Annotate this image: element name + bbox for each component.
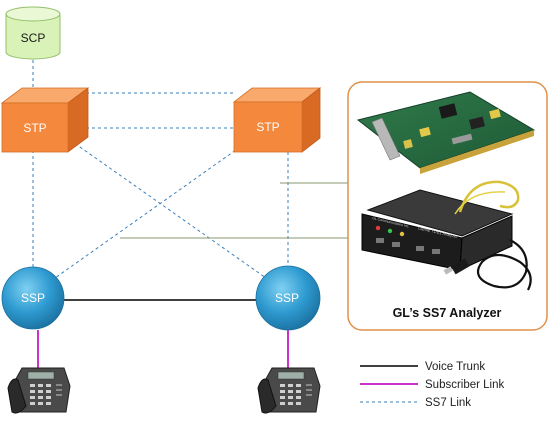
telephone-left	[7, 367, 71, 414]
sphere-icon	[1, 266, 65, 330]
stp-left-label: STP	[23, 121, 46, 135]
stp-left-node: STP	[0, 87, 90, 153]
legend-item-subscriber-link: Subscriber Link	[360, 379, 505, 391]
legend-item-ss7-link: SS7 Link	[360, 397, 471, 409]
cube-icon	[232, 87, 322, 153]
scp-node: SCP	[5, 6, 61, 60]
subscriber-links	[37, 330, 289, 368]
legend-item-voice-trunk: Voice Trunk	[360, 361, 485, 373]
ss7-links	[32, 60, 289, 279]
ssp-right-node: SSP	[255, 265, 321, 331]
legend-label-ss7-link: SS7 Link	[425, 397, 471, 409]
scp-label: SCP	[21, 31, 46, 45]
telephone-icon	[257, 367, 321, 414]
analyzer-device-icon: Laptop T1/E1 Analyzer GL Communications …	[361, 180, 532, 291]
ss7-link-left-stp-right-ssp	[69, 139, 267, 279]
legend: Voice Trunk Subscriber Link SS7 Link	[360, 361, 505, 409]
stp-right-node: STP	[232, 87, 322, 153]
telephone-right	[257, 367, 321, 414]
cube-icon	[0, 87, 90, 153]
sphere-icon	[255, 265, 321, 331]
legend-label-voice-trunk: Voice Trunk	[425, 361, 485, 373]
ssp-left-label: SSP	[21, 291, 45, 305]
analyzer-panel: Laptop T1/E1 Analyzer GL Communications …	[347, 81, 548, 331]
monitor-lines	[120, 182, 348, 239]
analyzer-caption: GL’s SS7 Analyzer	[393, 306, 502, 320]
database-icon	[5, 6, 61, 60]
stp-right-label: STP	[256, 120, 279, 134]
ssp-left-node: SSP	[1, 266, 65, 330]
ss7-link-right-stp-left-ssp	[54, 139, 251, 279]
pci-card-icon	[356, 91, 536, 174]
legend-label-subscriber-link: Subscriber Link	[425, 379, 505, 391]
ssp-right-label: SSP	[275, 291, 299, 305]
telephone-icon	[7, 367, 71, 414]
